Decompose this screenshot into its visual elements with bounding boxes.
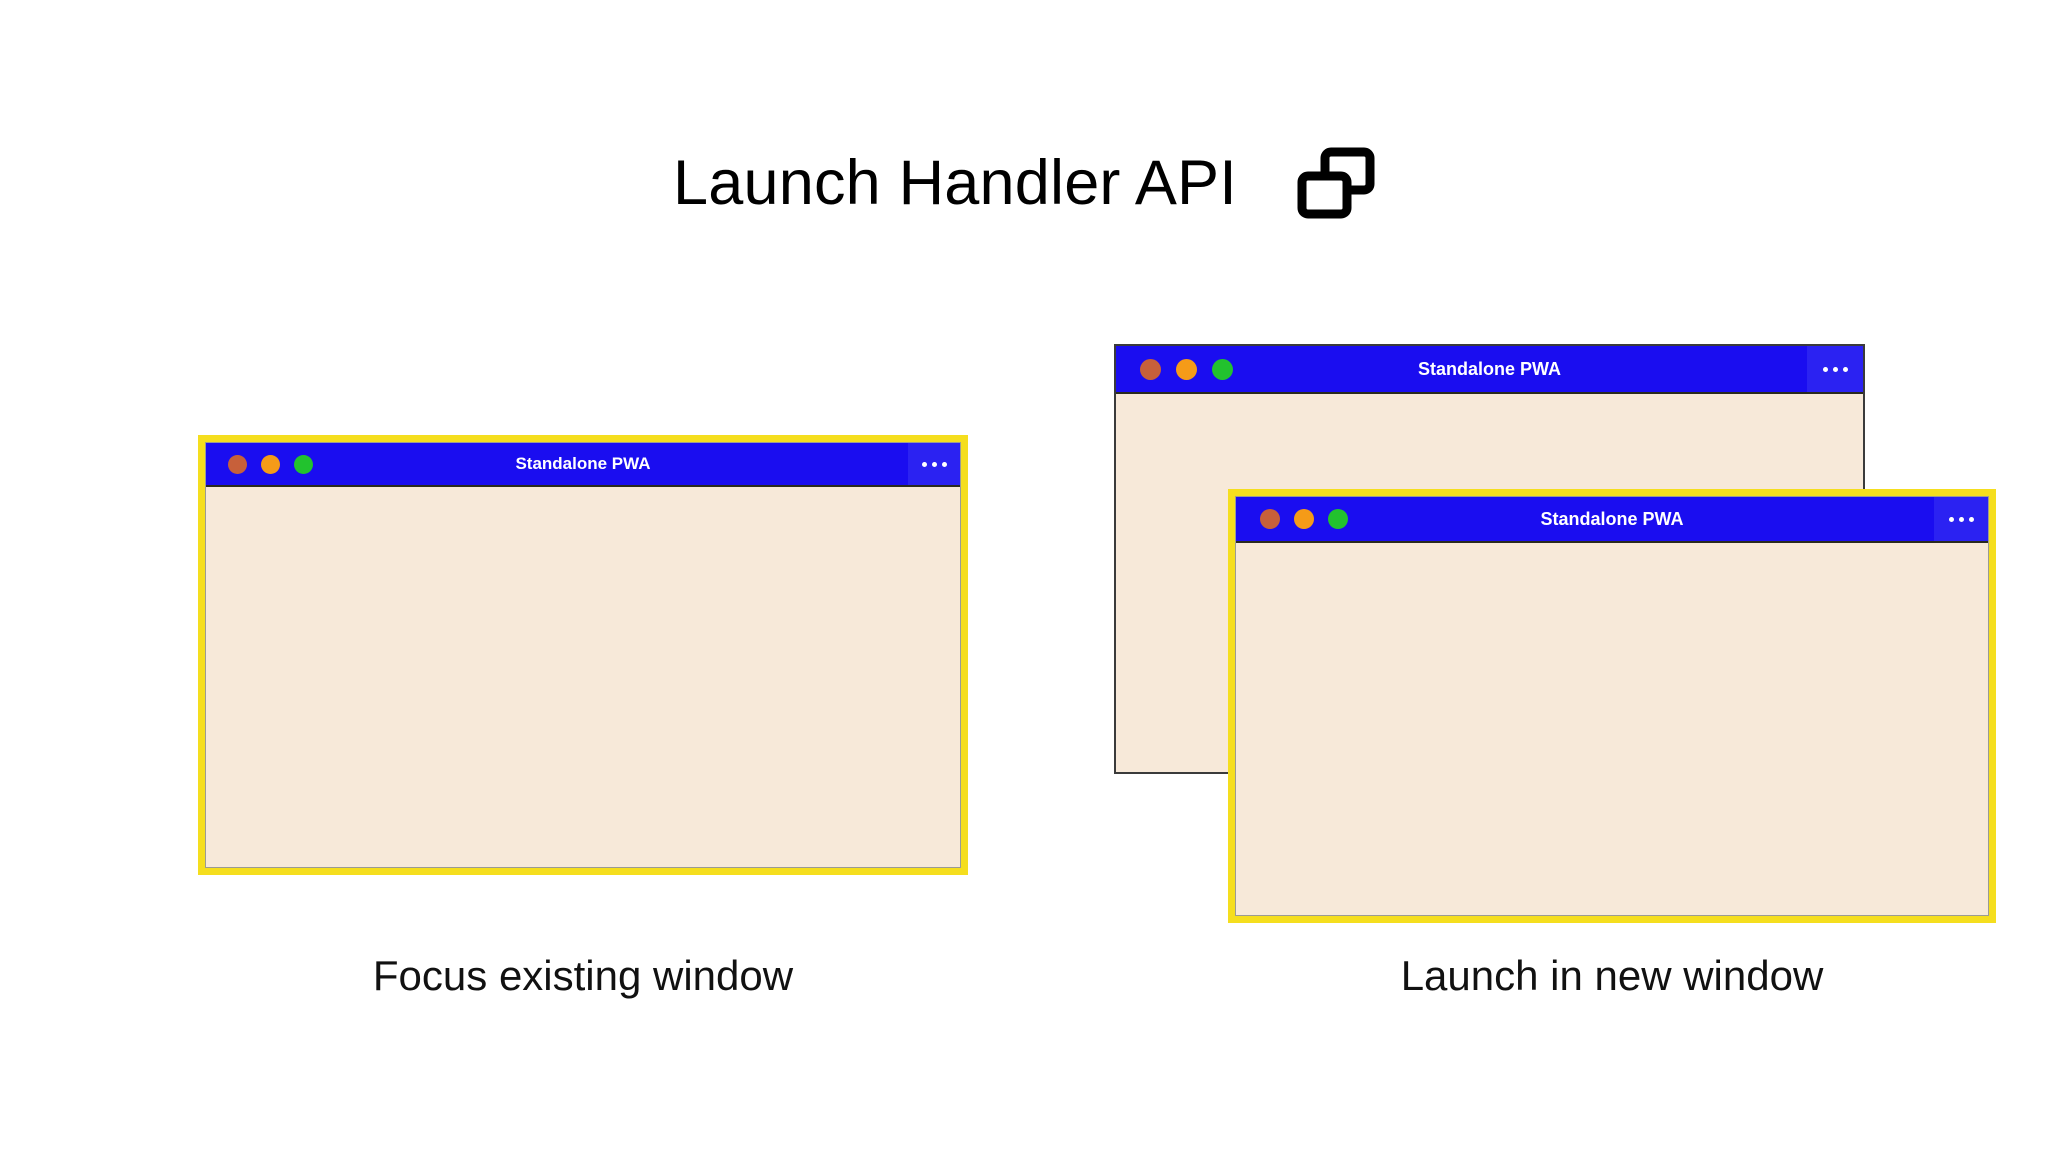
menu-dot bbox=[941, 461, 947, 467]
window-title: Standalone PWA bbox=[515, 454, 651, 473]
menu-dot bbox=[1842, 366, 1848, 372]
window-content-area bbox=[1236, 543, 1988, 915]
minimize-button-icon[interactable] bbox=[1294, 509, 1314, 529]
menu-dot bbox=[1822, 366, 1828, 372]
minimize-button-icon[interactable] bbox=[1176, 358, 1197, 380]
window-titlebar[interactable]: Standalone PWA bbox=[206, 443, 960, 487]
menu-dot bbox=[931, 461, 937, 467]
menu-dot bbox=[1958, 516, 1964, 522]
menu-dot bbox=[1948, 516, 1954, 522]
traffic-lights bbox=[1140, 358, 1233, 380]
traffic-lights bbox=[228, 454, 313, 474]
window-titlebar[interactable]: Standalone PWA bbox=[1236, 497, 1988, 543]
minimize-button-icon[interactable] bbox=[261, 454, 280, 474]
window-content-area bbox=[206, 487, 960, 867]
overflow-menu-icon[interactable] bbox=[908, 443, 960, 485]
maximize-button-icon[interactable] bbox=[1328, 509, 1348, 529]
window-inner: Standalone PWA bbox=[1235, 496, 1989, 916]
window-inner: Standalone PWA bbox=[205, 442, 961, 868]
traffic-lights bbox=[1260, 509, 1348, 529]
maximize-button-icon[interactable] bbox=[294, 454, 313, 474]
window-title: Standalone PWA bbox=[1540, 508, 1684, 529]
pwa-window-focused-existing[interactable]: Standalone PWA bbox=[198, 435, 968, 875]
page-header: Launch Handler API bbox=[0, 118, 2048, 248]
menu-dot bbox=[921, 461, 927, 467]
page-title: Launch Handler API bbox=[673, 147, 1237, 218]
close-button-icon[interactable] bbox=[1140, 358, 1161, 380]
caption-launch-in-new-window: Launch in new window bbox=[1400, 952, 1824, 999]
overflow-menu-icon[interactable] bbox=[1934, 497, 1988, 541]
close-button-icon[interactable] bbox=[1260, 509, 1280, 529]
maximize-button-icon[interactable] bbox=[1212, 358, 1233, 380]
window-titlebar[interactable]: Standalone PWA bbox=[1116, 346, 1863, 394]
caption-focus-existing-window: Focus existing window bbox=[372, 952, 794, 999]
menu-dot bbox=[1968, 516, 1974, 522]
windows-overlap-icon bbox=[1297, 147, 1375, 219]
menu-dot bbox=[1832, 366, 1838, 372]
pwa-window-focused-new[interactable]: Standalone PWA bbox=[1228, 489, 1996, 923]
overflow-menu-icon[interactable] bbox=[1807, 346, 1863, 392]
close-button-icon[interactable] bbox=[228, 454, 247, 474]
